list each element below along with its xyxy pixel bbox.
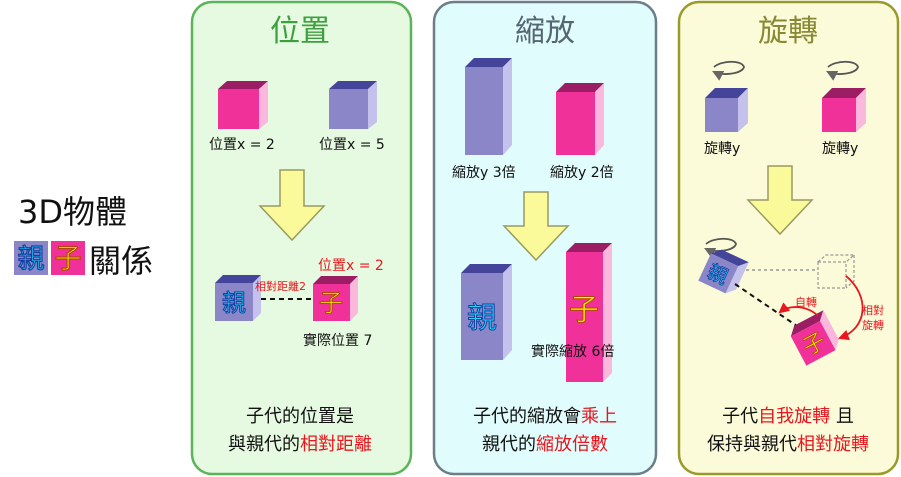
scale-parent-char: 親 (467, 301, 497, 336)
rotation-parent-cube: 親 (698, 249, 749, 294)
rotate-arrow-icon (712, 60, 745, 81)
position-caption-line1: 子代的位置是 (246, 406, 354, 427)
rotate-arrow-icon (826, 60, 859, 81)
scale-caption-line2: 親代的縮放倍數 (482, 434, 608, 455)
rotation-caption-line1: 子代自我旋轉 且 (722, 406, 854, 427)
relative-rotate-label-1: 相對 (862, 303, 884, 317)
relative-rotate-arrow (837, 275, 864, 341)
scale-child-char: 子 (569, 293, 599, 328)
rotate-arrow-icon (704, 237, 737, 258)
scale-down-arrow (502, 191, 570, 262)
scale-title: 縮放 (515, 14, 575, 49)
title-child-badge (51, 241, 85, 275)
title-line2-rest: 關係 (89, 242, 153, 280)
position-child-red-label: 位置x = 2 (318, 258, 384, 274)
rotation-down-arrow (746, 165, 814, 236)
self-rotate-arrow (778, 302, 819, 317)
position-child-cube: 子 (313, 276, 358, 321)
position-title: 位置 (270, 14, 330, 49)
rotation-parent-label: 旋轉y (704, 141, 740, 157)
position-parent-cube: 親 (215, 275, 261, 321)
scale-caption-line1: 子代的縮放會乘上 (473, 406, 617, 427)
position-child-label: 位置x = 5 (319, 137, 385, 153)
scale-cube-purple (465, 58, 512, 155)
title-parent-char: 親 (18, 244, 45, 275)
position-relative-distance: 相對距離2 (255, 279, 306, 293)
relative-rotate-label-2: 旋轉 (862, 318, 884, 332)
rotation-cube-pink (822, 88, 866, 132)
position-cube-pink (218, 81, 268, 129)
rotation-panel-box (677, 0, 900, 476)
position-actual-label: 實際位置 7 (303, 332, 372, 349)
rotation-title: 旋轉 (758, 14, 818, 49)
scale-panel: 縮放 縮放y 3倍 縮放y 2倍 親 子 (432, 0, 658, 476)
scale-parent-cube: 親 (461, 264, 512, 360)
position-parent-char: 親 (222, 289, 246, 317)
rotation-dashed-link (734, 283, 801, 329)
position-down-arrow (258, 169, 326, 242)
position-panel-box (190, 0, 413, 476)
rotation-child-label: 旋轉y (822, 141, 858, 157)
position-parent-label: 位置x = 2 (209, 137, 275, 153)
position-caption-line2: 與親代的相對距離 (228, 434, 372, 455)
scale-actual-label: 實際縮放 6倍 (531, 343, 614, 360)
title-child-char: 子 (55, 244, 82, 275)
left-title: 3D物體 親 子 關係 (14, 193, 153, 280)
title-parent-badge (14, 241, 48, 275)
self-rotate-label: 自轉 (795, 296, 817, 309)
scale-cube-pink (556, 83, 604, 155)
position-cube-purple (329, 81, 377, 129)
rotation-ghost-cube (817, 254, 856, 289)
rotation-caption-line2: 保持與親代相對旋轉 (707, 434, 869, 455)
position-panel: 位置 位置x = 2 位置x = 5 親 相對距離2 位置x = 2 (190, 0, 413, 476)
rotation-cube-purple (705, 88, 748, 132)
scale-child-label: 縮放y 2倍 (550, 165, 614, 181)
position-child-char: 子 (319, 289, 343, 317)
scale-parent-label: 縮放y 3倍 (452, 165, 516, 181)
rotation-panel: 旋轉 旋轉y 旋轉y (677, 0, 900, 476)
scale-child-cube: 子 (566, 243, 612, 382)
title-line1: 3D物體 (18, 193, 127, 231)
